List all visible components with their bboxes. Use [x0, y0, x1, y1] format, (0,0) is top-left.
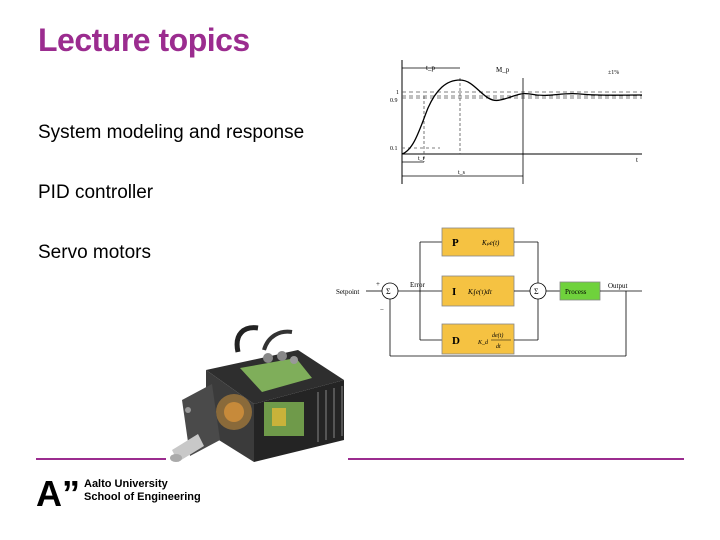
d-block-num: de(t): [492, 332, 503, 339]
footer-rule-left: [36, 458, 166, 460]
d-block-label: D: [452, 335, 460, 347]
pid-block-diagram: Setpoint Σ + − Error P Kₚe(t) I Kᵢ∫e(τ)d…: [336, 227, 642, 357]
setpoint-label: Setpoint: [336, 288, 359, 296]
tr-label: t_r: [418, 156, 425, 162]
one-label: 1: [396, 90, 399, 96]
d-block-den: dt: [496, 344, 501, 350]
ts-label: t_s: [458, 170, 466, 176]
t-axis-label: t: [636, 156, 638, 164]
i-block-label: I: [452, 286, 456, 298]
bullet-servo-motors: Servo motors: [38, 242, 151, 263]
aalto-logo-text: Aalto University School of Engineering: [84, 478, 201, 504]
aalto-logo-mark: A”: [36, 473, 80, 514]
p-block-expr: Kₚe(t): [481, 239, 500, 247]
error-label: Error: [410, 281, 425, 289]
zero-nine-label: 0.9: [390, 98, 398, 104]
output-label: Output: [608, 282, 628, 290]
slide-title: Lecture topics: [38, 22, 250, 58]
i-block: [441, 275, 515, 307]
zero-one-label: 0.1: [390, 146, 398, 152]
sum2-label: Σ: [534, 287, 539, 296]
d-block: [441, 323, 515, 355]
sum1-plus: +: [376, 280, 380, 288]
p-block: [441, 227, 515, 257]
sum1-minus: −: [380, 306, 384, 314]
mp-label: M_p: [496, 66, 510, 74]
band-label: ±1%: [608, 70, 619, 76]
process-label: Process: [565, 288, 587, 296]
p-block-label: P: [452, 237, 459, 249]
servo-motor-icon: [170, 325, 344, 462]
footer-rule-right: [348, 458, 684, 460]
logo-line-2: School of Engineering: [84, 491, 201, 503]
d-block-k: K_d: [477, 340, 489, 346]
sum1-label: Σ: [386, 287, 391, 296]
step-response-diagram: t_p M_p ±1% 1 0.9 0.1 t_r t_s t: [390, 60, 643, 184]
i-block-expr: Kᵢ∫e(τ)dτ: [467, 288, 492, 296]
bullet-system-modeling: System modeling and response: [38, 122, 305, 143]
tp-label: t_p: [426, 64, 435, 72]
bullet-pid-controller: PID controller: [38, 182, 154, 203]
logo-line-1: Aalto University: [84, 478, 168, 490]
